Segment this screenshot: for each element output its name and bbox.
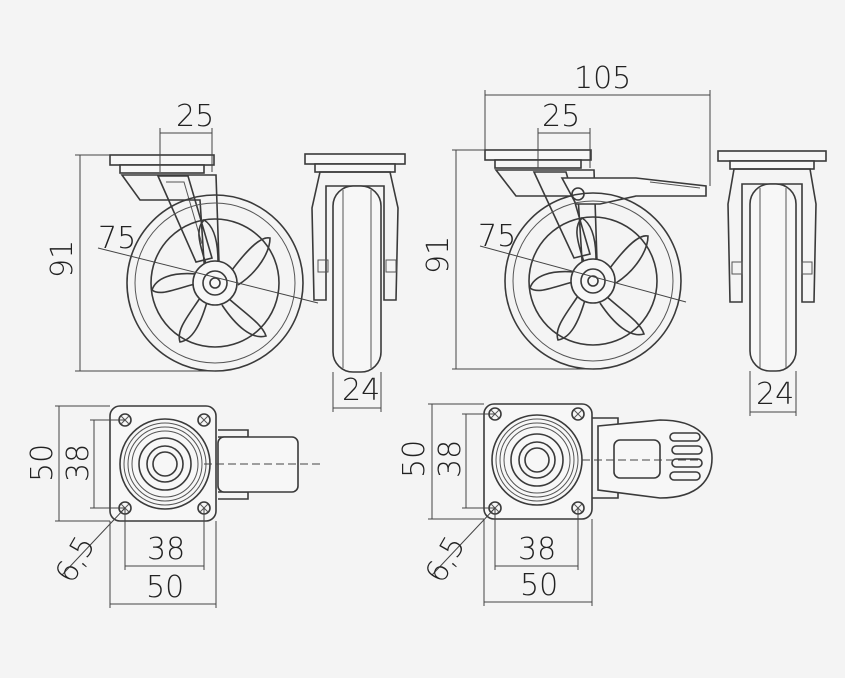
left-front-dimensions: 24 (332, 372, 382, 412)
right-top-offset-label: 25 (542, 99, 580, 134)
right-plate-width-label: 50 (520, 568, 558, 603)
right-hole-diameter-label: 6,5 (419, 530, 473, 589)
left-plate-depth-label: 50 (25, 444, 60, 482)
left-hole-spacing-x-label: 38 (147, 532, 185, 567)
left-side-dimensions: 25 91 75 (45, 99, 319, 372)
left-front-wheel (332, 185, 382, 373)
left-hole-diameter-label: 6,5 (49, 530, 103, 589)
right-front-dimensions: 24 (749, 371, 797, 416)
right-front-view (717, 150, 827, 372)
left-top-view (109, 405, 320, 522)
right-front-wheel (749, 183, 797, 372)
right-top-view (483, 403, 713, 520)
left-wheel-diameter-label: 75 (98, 221, 136, 256)
right-height-label: 91 (421, 236, 456, 274)
left-height-label: 91 (45, 240, 80, 278)
right-side-dimensions: 105 25 91 75 (421, 61, 711, 370)
left-top-offset-label: 25 (176, 99, 214, 134)
left-wheel-width-label: 24 (342, 373, 380, 408)
left-front-view (304, 153, 406, 373)
right-side-view (484, 149, 707, 370)
right-plate-depth-label: 50 (397, 440, 432, 478)
left-hole-spacing-y-label: 38 (61, 444, 96, 482)
right-wheel-diameter-label: 75 (478, 219, 516, 254)
right-hole-spacing-y-label: 38 (433, 440, 468, 478)
left-plate-width-label: 50 (146, 570, 184, 605)
left-top-plate (109, 154, 215, 166)
left-side-view (109, 154, 304, 372)
right-overall-length-label: 105 (574, 61, 631, 96)
right-wheel-width-label: 24 (756, 377, 794, 412)
right-hole-spacing-x-label: 38 (518, 532, 556, 567)
